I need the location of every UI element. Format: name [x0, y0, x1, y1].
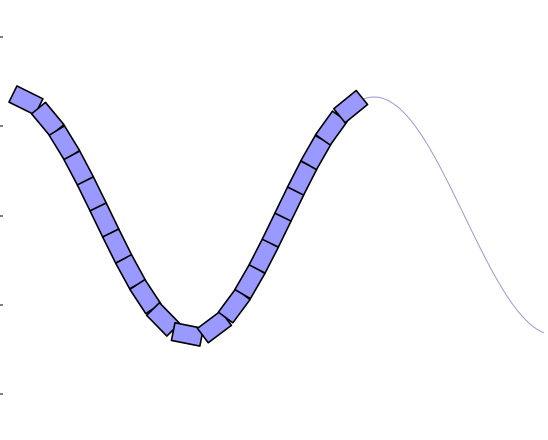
chain-segment: [170, 321, 205, 347]
left-axis-ticks: [0, 36, 3, 395]
chain-segment: [332, 89, 369, 124]
segment-chain: [8, 85, 369, 347]
